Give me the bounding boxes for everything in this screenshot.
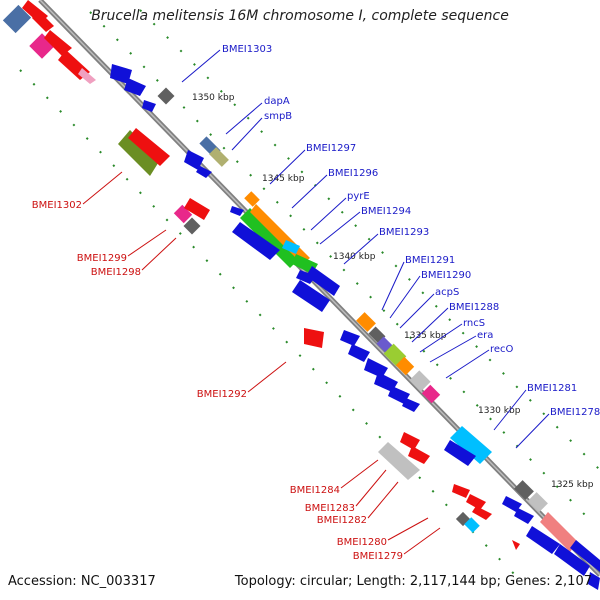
gene-label: BMEI1279 (353, 551, 403, 562)
kbp-label-1345: 1345 kbp (262, 174, 305, 184)
kbp-label-1335: 1335 kbp (404, 331, 447, 341)
gene-label: dapA (264, 96, 290, 107)
gene-label: BMEI1291 (405, 255, 455, 266)
gene-label: BMEI1296 (328, 168, 378, 179)
gene-label: BMEI1290 (421, 270, 471, 281)
leader-lines-red (82, 171, 441, 555)
gene-label: BMEI1278 (550, 407, 600, 418)
gene-label: BMEI1292 (197, 389, 247, 400)
gene-label: BMEI1297 (306, 143, 356, 154)
gene-label: acpS (435, 287, 459, 298)
gene-labels-red: BMEI1302 BMEI1299 BMEI1298 BMEI1292 BMEI… (32, 200, 403, 562)
gene-label: BMEI1302 (32, 200, 82, 211)
topology-label: Topology: circular; Length: 2,117,144 bp… (234, 574, 592, 589)
accession-label: Accession: NC_003317 (8, 574, 156, 589)
gene-label: BMEI1294 (361, 206, 411, 217)
kbp-label-1325: 1325 kbp (551, 480, 594, 490)
gene-label: rncS (463, 318, 485, 329)
gene-label: BMEI1284 (290, 485, 340, 496)
gene-label: BMEI1280 (337, 537, 387, 548)
gene-label: BMEI1303 (222, 44, 272, 55)
gene-label: era (477, 330, 493, 341)
gene-label: BMEI1282 (317, 515, 367, 526)
gene-label: BMEI1288 (449, 302, 499, 313)
gene-label: smpB (264, 111, 292, 122)
gene-label: BMEI1293 (379, 227, 429, 238)
leader-lines-blue (181, 49, 550, 449)
kbp-label-1340: 1340 kbp (333, 252, 376, 262)
chromosome-backbone (38, 0, 600, 577)
gene-label: BMEI1298 (91, 267, 141, 278)
gene-label: recO (490, 344, 514, 355)
kbp-label-1350: 1350 kbp (192, 93, 235, 103)
gene-labels-blue: BMEI1303 dapA smpB BMEI1297 BMEI1296 pyr… (222, 44, 600, 418)
gene-label: BMEI1283 (305, 503, 355, 514)
map-title: Brucella melitensis 16M chromosome I, co… (91, 8, 509, 24)
gene-label: BMEI1281 (527, 383, 577, 394)
kbp-markers: 1350 kbp 1345 kbp 1340 kbp 1335 kbp 1330… (192, 93, 594, 490)
kbp-label-1330: 1330 kbp (478, 406, 521, 416)
gene-label: BMEI1299 (77, 253, 127, 264)
gene-label: pyrE (347, 191, 370, 202)
